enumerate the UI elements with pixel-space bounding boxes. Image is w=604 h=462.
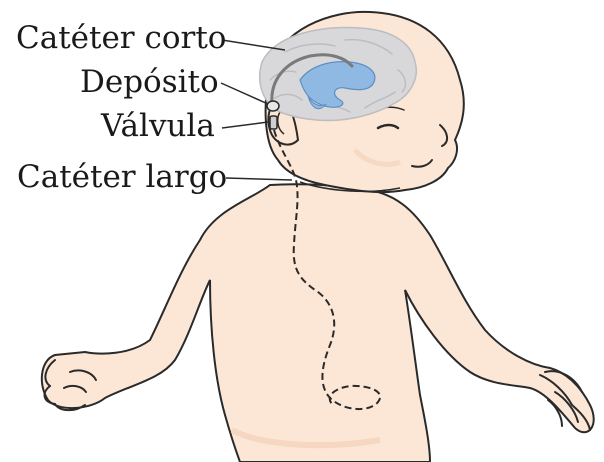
label-reservoir: Depósito: [80, 64, 219, 100]
leader-short-catheter: [222, 40, 285, 50]
reservoir: [267, 101, 279, 111]
valve: [270, 116, 277, 129]
label-long-catheter: Catéter largo: [17, 159, 227, 195]
child-body: [42, 184, 594, 462]
leader-valve: [222, 122, 268, 128]
leader-long-catheter: [226, 178, 292, 180]
label-short-catheter: Catéter corto: [16, 20, 226, 56]
label-valve: Válvula: [100, 108, 215, 144]
